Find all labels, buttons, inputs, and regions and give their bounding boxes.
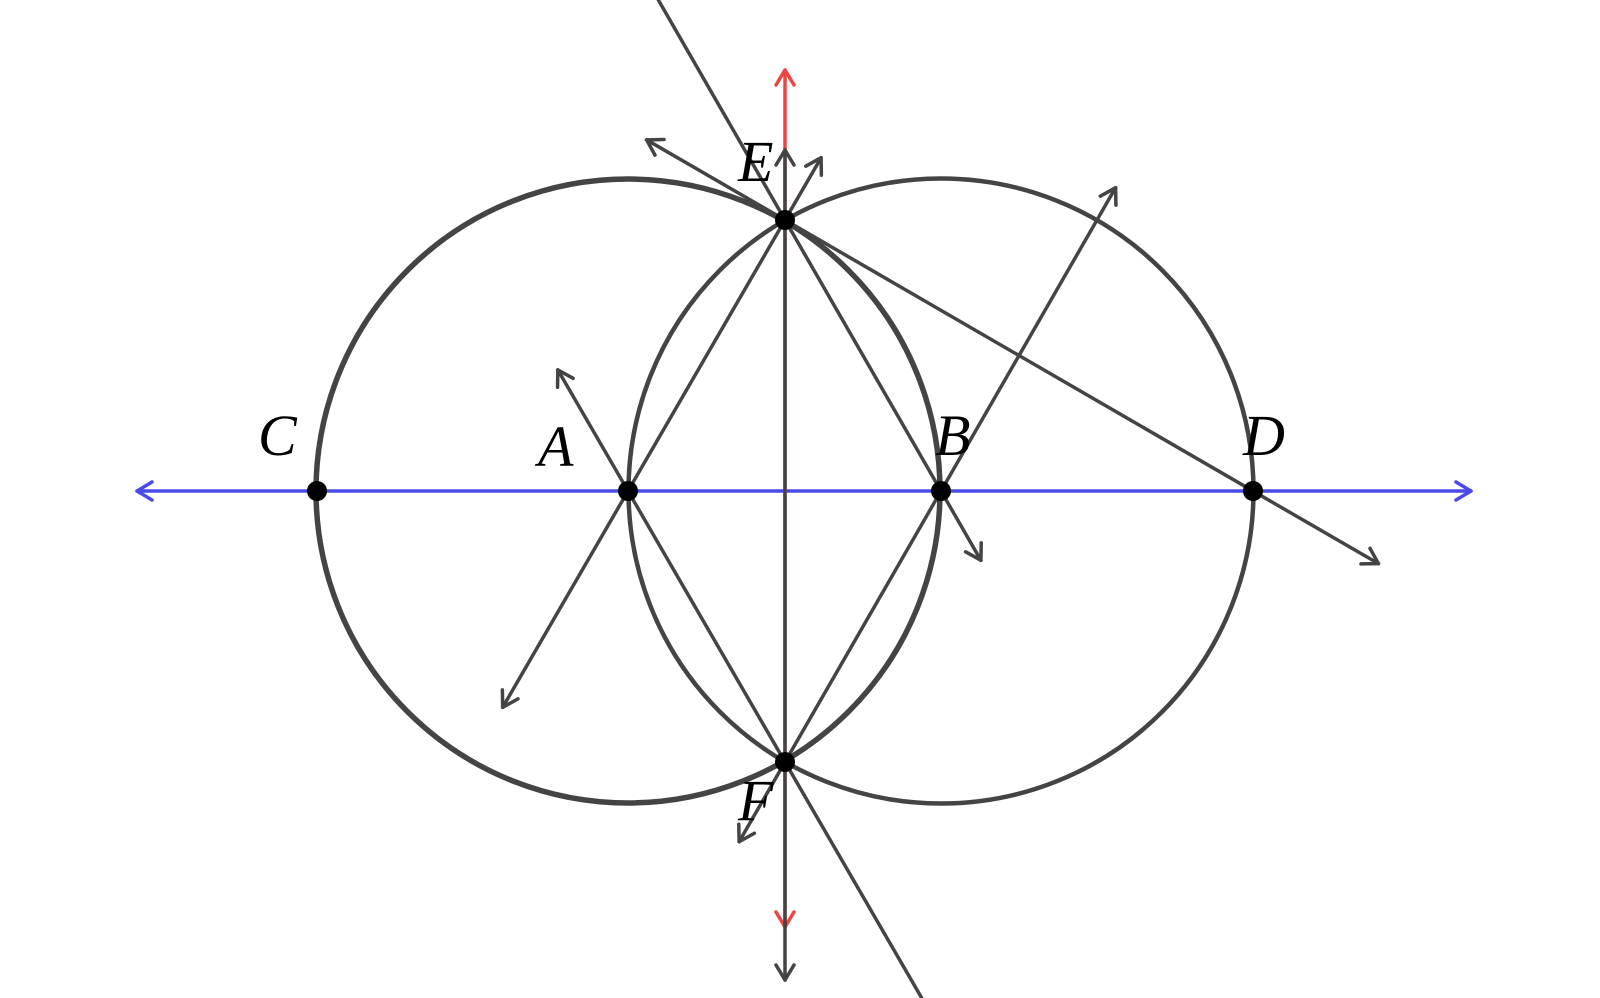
line-AE-arrowhead-start — [500, 688, 520, 710]
line-CD-arrowhead-start — [135, 480, 154, 502]
line-EF-arrowhead-start — [774, 68, 796, 87]
point-F — [775, 752, 795, 772]
line-BF — [737, 185, 1118, 844]
line-ED-segment — [644, 138, 1381, 566]
line-AE-segment — [500, 155, 823, 710]
line-AE — [500, 155, 824, 710]
point-label-F: F — [737, 768, 774, 833]
line-ED-arrowhead-start — [644, 137, 666, 157]
point-D — [1243, 481, 1263, 501]
point-B — [931, 481, 951, 501]
labels-layer: C A B D E F — [258, 129, 1285, 833]
point-C — [307, 481, 327, 501]
line-AF-segment — [556, 368, 924, 998]
point-A — [618, 481, 638, 501]
line-FE-arrowhead-start — [774, 963, 796, 982]
line-BF-arrowhead-end — [737, 822, 757, 844]
line-ED-arrowhead-end — [1359, 546, 1381, 566]
line-CD-arrowhead-end — [1454, 480, 1473, 502]
line-ED — [644, 137, 1381, 566]
line-CD — [135, 480, 1473, 502]
line-FE — [774, 148, 796, 982]
point-label-D: D — [1242, 403, 1285, 468]
point-label-A: A — [534, 414, 574, 479]
point-E — [775, 210, 795, 230]
lines-layer — [135, 0, 1473, 998]
line-AF-arrowhead-start — [555, 368, 575, 390]
line-AE-arrowhead-end — [804, 155, 824, 177]
point-label-E: E — [737, 129, 773, 194]
point-label-C: C — [258, 403, 298, 468]
line-AF — [555, 368, 924, 998]
points-layer — [307, 210, 1263, 772]
point-label-B: B — [935, 403, 970, 468]
line-BF-segment — [737, 185, 1118, 844]
line-FE-arrowhead-end — [774, 148, 796, 167]
line-BF-arrowhead-start — [1098, 185, 1118, 207]
line-BE-arrowhead-start — [963, 541, 983, 563]
